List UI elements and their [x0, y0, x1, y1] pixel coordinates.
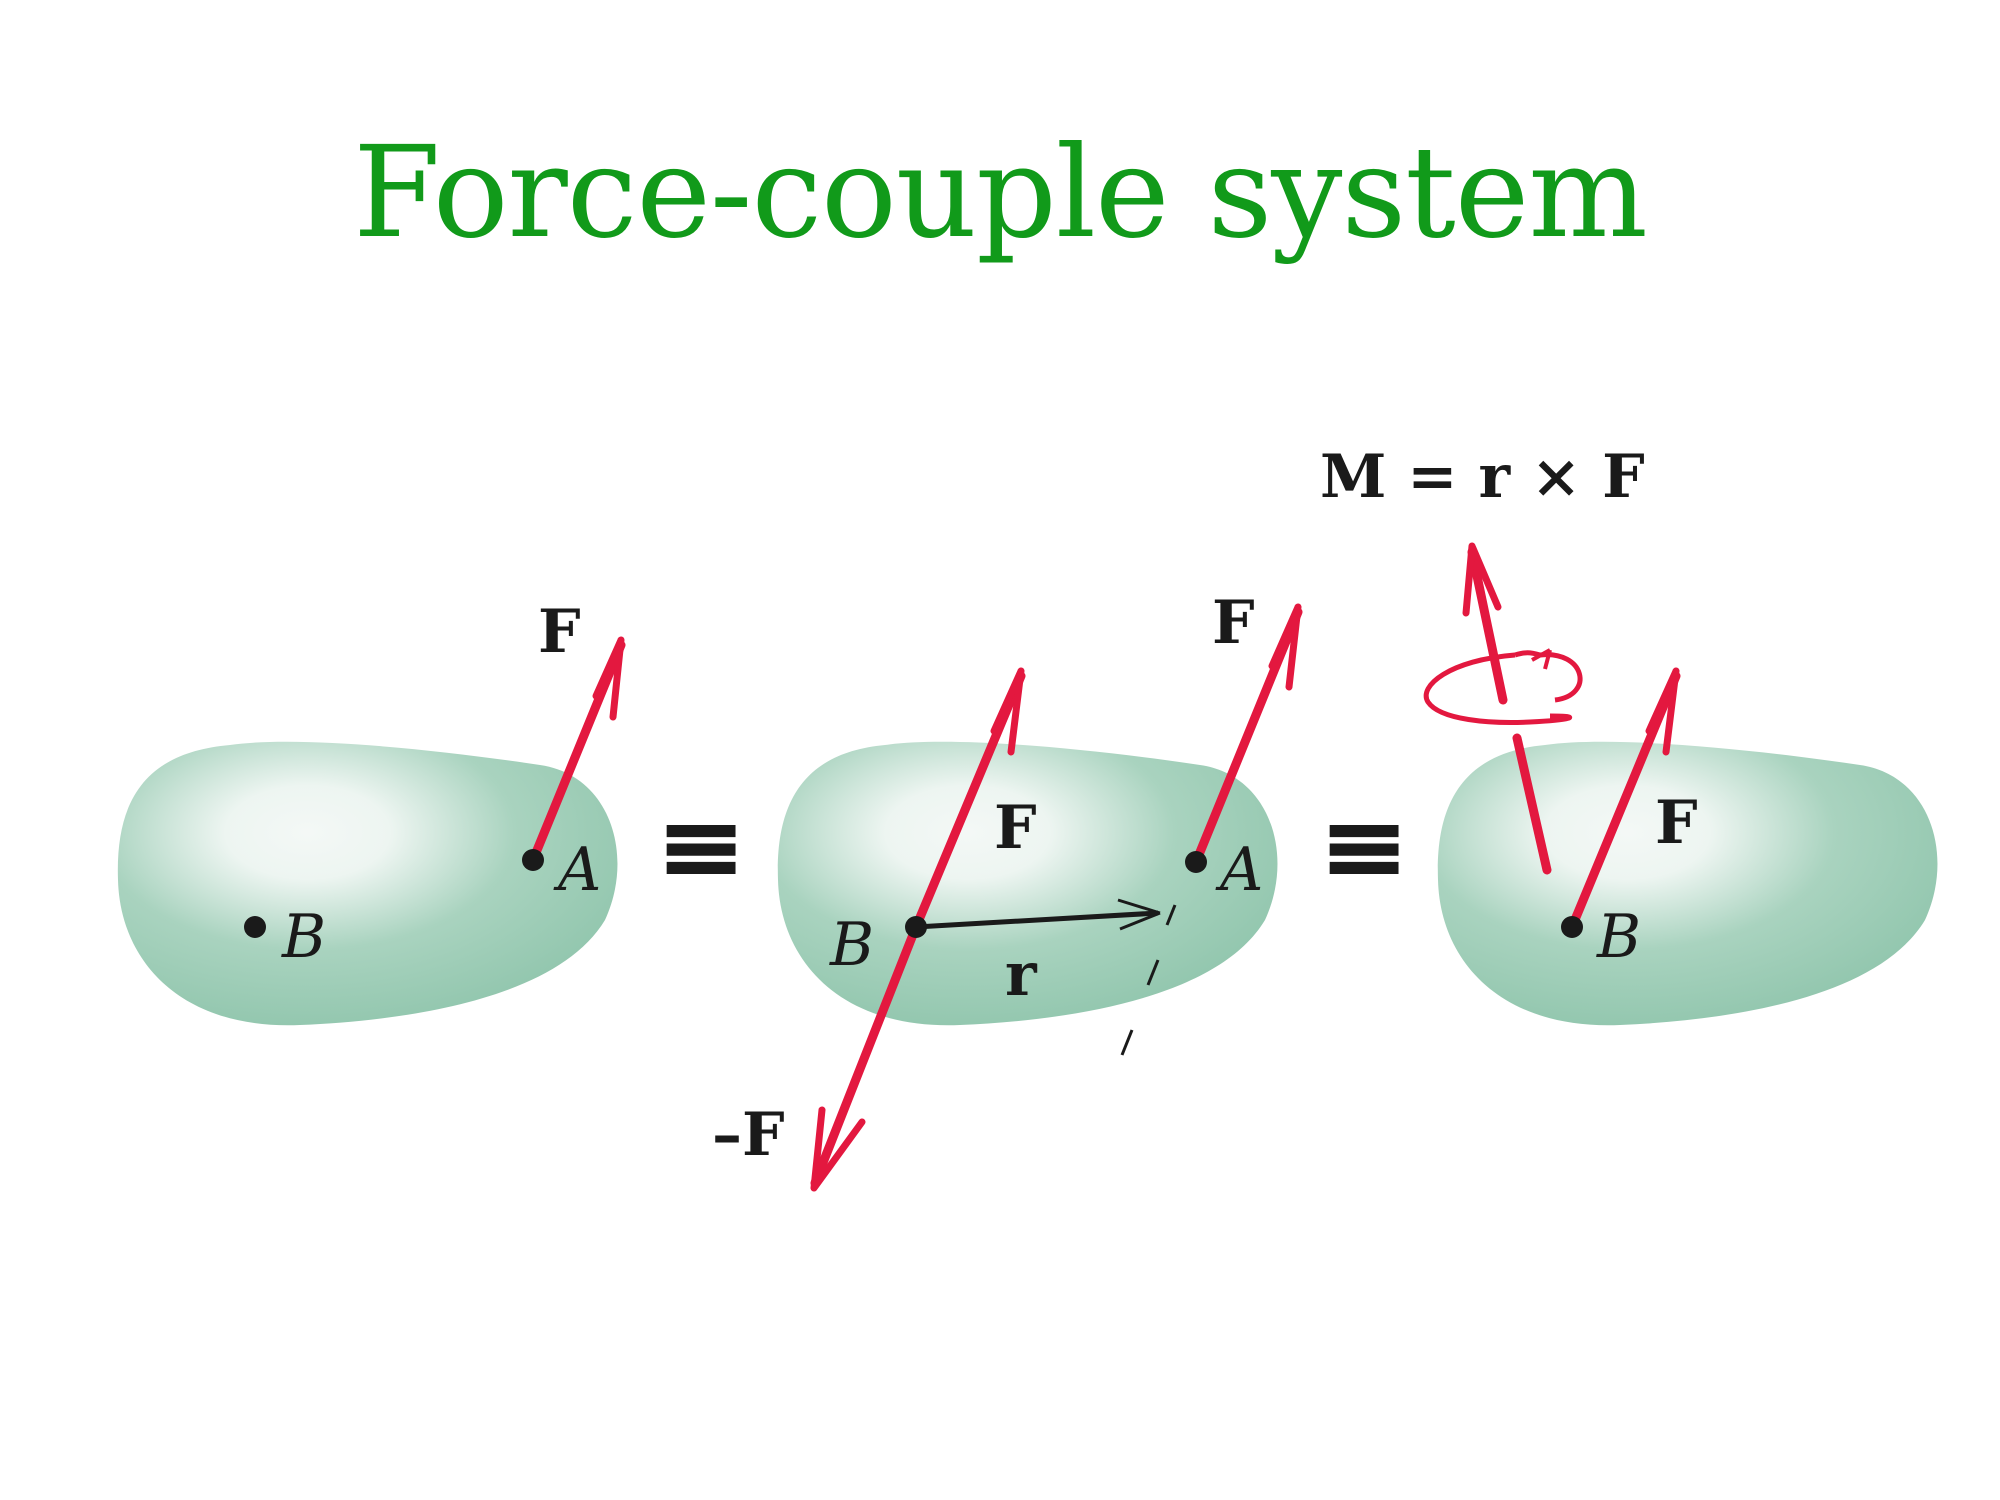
force-label-F: F: [538, 597, 581, 667]
position-vector-label-r: r: [1005, 940, 1038, 1010]
moment-vector-upper: [1462, 542, 1508, 705]
rigid-body-3: [1437, 741, 1938, 1026]
force-label-F-panel-3: F: [1655, 788, 1698, 858]
force-arrow-F-at-A-panel-2: [1191, 603, 1303, 867]
force-label-F-at-A: F: [1212, 588, 1255, 658]
moment-equation-label: M = r × F: [1320, 442, 1645, 512]
force-arrow-F-at-B-panel-3: [1567, 667, 1681, 932]
equivalence-symbol-2: ≡: [1318, 781, 1410, 910]
force-arrow-negative-F-at-B: [810, 922, 921, 1192]
point-B-label-panel-3: B: [1596, 902, 1641, 972]
point-B-label: B: [281, 902, 326, 972]
equivalence-symbol-1: ≡: [655, 781, 747, 910]
slide-title: Force-couple system: [353, 119, 1648, 266]
point-B-dot: [244, 916, 266, 938]
moment-vector-lower: [1512, 733, 1552, 875]
panel-3-force-couple-system: M = r × F F B: [1320, 442, 1938, 1026]
point-A-label-panel-2: A: [1215, 835, 1263, 905]
rigid-body-1: [117, 741, 618, 1026]
point-A-dot-panel-2: [1185, 851, 1207, 873]
point-A-dot: [522, 849, 544, 871]
panel-2-added-equal-opposite-forces: F F –F r A B: [712, 588, 1303, 1192]
point-A-label: A: [553, 835, 601, 905]
force-label-negative-F: –F: [712, 1100, 785, 1170]
force-arrow-F-at-A: [528, 636, 626, 865]
force-arrow-F-at-B: [911, 667, 1026, 932]
point-B-dot-panel-2: [905, 916, 927, 938]
point-B-dot-panel-3: [1561, 916, 1583, 938]
force-label-F-at-B: F: [994, 793, 1037, 863]
line-of-action-dashes: [1120, 904, 1177, 1056]
panel-1-original-force: F A B: [117, 597, 626, 1026]
position-vector-r: [915, 898, 1161, 931]
point-B-label-panel-2: B: [829, 910, 874, 980]
moment-rotation-ellipse: [1423, 648, 1583, 725]
